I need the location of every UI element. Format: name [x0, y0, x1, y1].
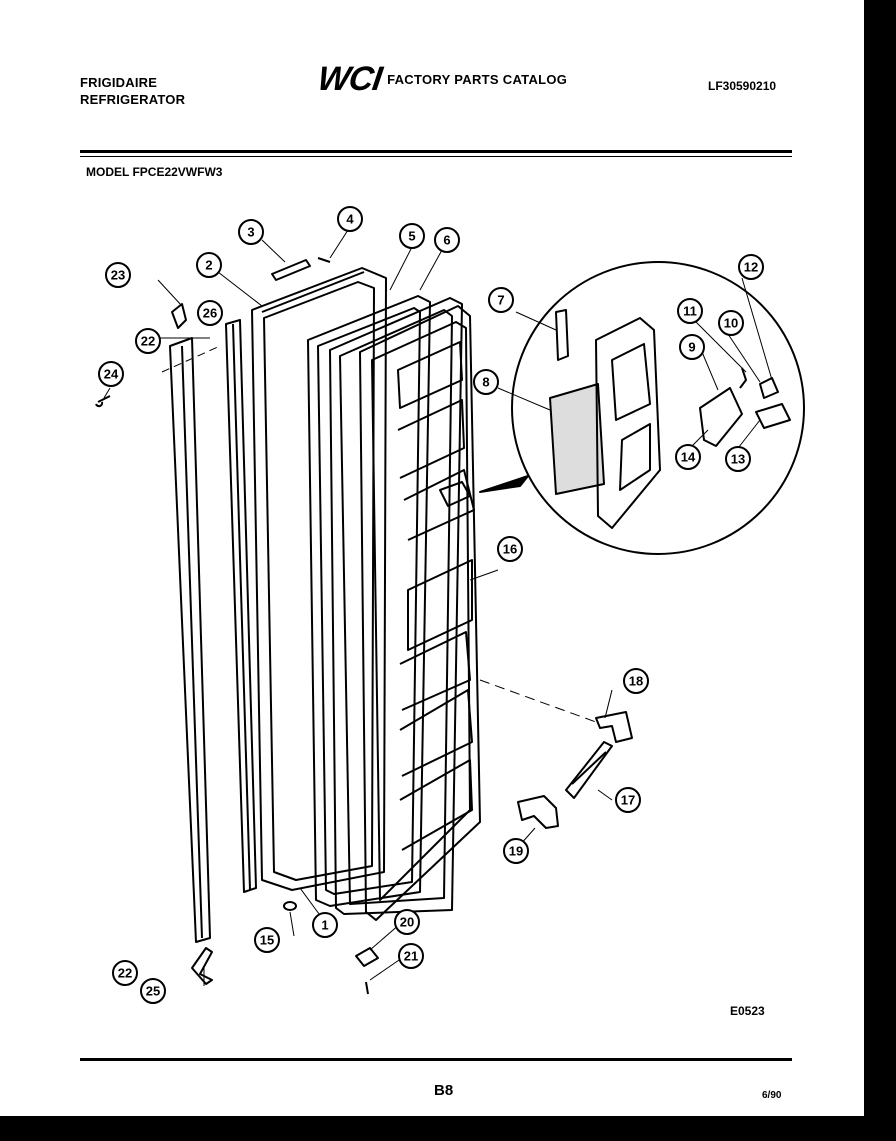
hinge-bottom: [355, 947, 379, 967]
detail-magnifier: [511, 261, 805, 555]
svg-text:12: 12: [744, 260, 758, 275]
product-type: REFRIGERATOR: [80, 92, 186, 107]
callout-5: 5: [399, 223, 425, 249]
callout-8: 8: [473, 369, 499, 395]
callout-12: 12: [738, 254, 764, 280]
footer-rule: [80, 1058, 792, 1061]
callout-10: 10: [718, 310, 744, 336]
brand-name: FRIGIDAIRE: [80, 75, 158, 90]
svg-text:17: 17: [621, 793, 635, 808]
svg-text:11: 11: [683, 304, 697, 319]
svg-text:8: 8: [482, 375, 489, 390]
callout-17: 17: [615, 787, 641, 813]
callout-4: 4: [337, 206, 363, 232]
model-label: MODEL FPCE22VWFW3: [86, 165, 223, 179]
callout-22-top: 22: [135, 328, 161, 354]
svg-text:20: 20: [400, 915, 414, 930]
hinge-bracket-top: [171, 303, 187, 329]
page-number: B8: [434, 1082, 454, 1099]
svg-text:19: 19: [509, 844, 523, 859]
svg-text:4: 4: [346, 212, 354, 227]
handle-trim: [271, 259, 311, 281]
callout-25: 25: [140, 978, 166, 1004]
catalog-title: FACTORY PARTS CATALOG: [387, 71, 568, 87]
print-date: 6/90: [762, 1090, 782, 1101]
callout-26: 26: [197, 300, 223, 326]
svg-text:7: 7: [497, 293, 504, 308]
callout-21: 21: [398, 943, 424, 969]
svg-text:1: 1: [321, 918, 328, 933]
drawing-code: E0523: [730, 1004, 765, 1018]
svg-text:24: 24: [104, 367, 119, 382]
hinge-bracket-lower: [191, 947, 213, 985]
callout-6: 6: [434, 227, 460, 253]
shelf-rail: [565, 741, 613, 799]
svg-text:9: 9: [688, 340, 695, 355]
shelf-clip: [595, 711, 633, 743]
bumper: [283, 901, 297, 911]
callout-20: 20: [394, 909, 420, 935]
door-outer-panel: [251, 267, 387, 891]
callout-13: 13: [725, 446, 751, 472]
catalog-title-block: WCI FACTORY PARTS CATALOG: [315, 60, 568, 98]
callout-16: 16: [497, 536, 523, 562]
rail-bracket: [517, 795, 559, 829]
svg-text:16: 16: [503, 542, 517, 557]
zoom-connector: [479, 475, 529, 493]
svg-text:13: 13: [731, 452, 745, 467]
svg-text:3: 3: [247, 225, 254, 240]
svg-text:25: 25: [146, 984, 160, 999]
catalog-page: [0, 0, 864, 1116]
door-gasket-frame: [307, 295, 463, 915]
svg-text:5: 5: [408, 229, 415, 244]
svg-text:18: 18: [629, 674, 643, 689]
catalog-number: LF30590210: [708, 79, 777, 93]
svg-text:23: 23: [111, 268, 125, 283]
header-rule-thin: [80, 156, 792, 157]
svg-text:6: 6: [443, 233, 450, 248]
screw-bottom: [365, 981, 369, 995]
door-trim-strip: [169, 337, 211, 943]
callout-11: 11: [677, 298, 703, 324]
callout-24: 24: [98, 361, 124, 387]
callout-2: 2: [196, 252, 222, 278]
svg-text:22: 22: [118, 966, 132, 981]
callout-1: 1: [312, 912, 338, 938]
header-rule: [80, 150, 792, 153]
screw-small: [317, 257, 331, 263]
callout-22-bottom: 22: [112, 960, 138, 986]
svg-text:26: 26: [203, 306, 217, 321]
callout-9: 9: [679, 334, 705, 360]
svg-text:14: 14: [681, 450, 696, 465]
door-gasket-strip: [225, 319, 257, 893]
callout-18: 18: [623, 668, 649, 694]
svg-text:10: 10: [724, 316, 738, 331]
svg-text:21: 21: [404, 949, 418, 964]
brand-block: FRIGIDAIRE REFRIGERATOR: [80, 74, 185, 108]
callout-15: 15: [254, 927, 280, 953]
leader-lines: [103, 229, 773, 986]
callout-3: 3: [238, 219, 264, 245]
callout-14: 14: [675, 444, 701, 470]
svg-text:2: 2: [205, 258, 212, 273]
svg-text:22: 22: [141, 334, 155, 349]
screw: [95, 395, 111, 408]
svg-text:15: 15: [260, 933, 274, 948]
callout-19: 19: [503, 838, 529, 864]
callout-7: 7: [488, 287, 514, 313]
callout-23: 23: [105, 262, 131, 288]
door-liner: [359, 305, 481, 921]
